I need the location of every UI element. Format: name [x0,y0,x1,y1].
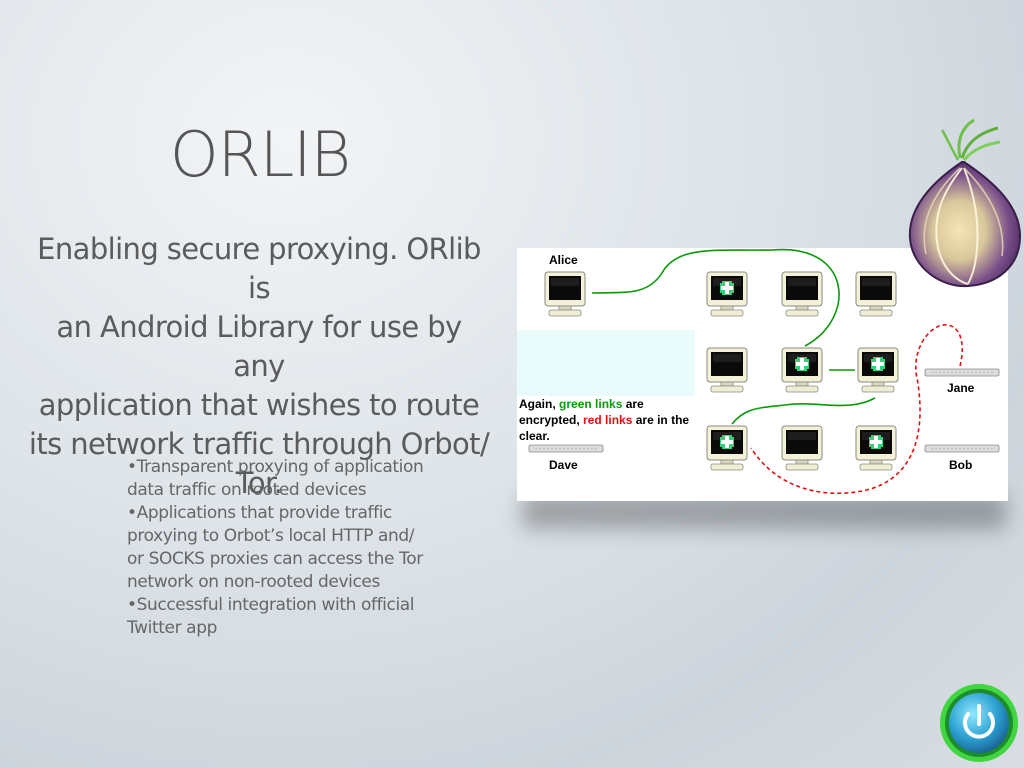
computer-icon [855,271,897,317]
node-label-jane: Jane [947,381,975,395]
lead-line: its network traffic through Orbot/ [28,427,490,461]
lead-line: Enabling secure proxying. ORlib is [37,232,481,305]
computer-icon [781,271,823,317]
tor-network-diagram: Alice Jane Dave Bob Again, green links a… [517,248,1008,501]
computer-icon [857,347,899,393]
orbot-power-icon[interactable] [938,682,1020,764]
server-icon-bob [924,444,1000,453]
lead-line: Tor. [235,466,283,500]
caption-red-links: red links [583,413,633,427]
slide-title: ORLIB [169,118,351,191]
bullet-line: •Successful integration with official [127,595,415,615]
computer-icon [855,425,897,471]
node-label-dave: Dave [549,458,578,472]
caption-text: are in the clear. [519,413,690,443]
slide-lead-text: Enabling secure proxying. ORlib is an An… [28,230,490,503]
green-link [731,397,876,425]
computer-icon [706,347,748,393]
bullet-line: •Applications that provide traffic [127,503,392,523]
caption-green-links: green links [559,397,623,411]
bullet-line: proxying to Orbot’s local HTTP and/ [127,526,415,546]
bullet-line: data traffic on rooted devices [127,480,367,500]
lead-line: application that wishes to route [38,388,480,422]
caption-highlight [517,330,695,396]
computer-icon [781,425,823,471]
computer-icon [706,271,748,317]
network-diagram-graphic [528,248,1000,494]
computer-icon [706,425,748,471]
node-label-alice: Alice [549,253,578,267]
computer-icon [781,347,823,393]
node-label-bob: Bob [949,458,973,472]
bullet-line: or SOCKS proxies can access the Tor [127,549,423,569]
bullet-line: network on non-rooted devices [127,572,380,592]
diagram-caption: Again, green links are encrypted, red li… [519,396,695,444]
server-icon-dave [528,444,604,453]
caption-text: are encrypted, [519,397,644,427]
bullet-list: •Transparent proxying of application dat… [127,456,437,640]
bullet-line: •Transparent proxying of application [127,457,424,477]
lead-line: an Android Library for use by any [56,310,462,383]
red-link [750,324,964,494]
tor-onion-icon [908,118,1022,288]
caption-text: Again, [519,397,560,411]
green-link [591,248,840,347]
server-icon-jane [924,368,1000,377]
bullet-line: Twitter app [127,618,217,638]
computer-icon-alice [544,271,586,317]
